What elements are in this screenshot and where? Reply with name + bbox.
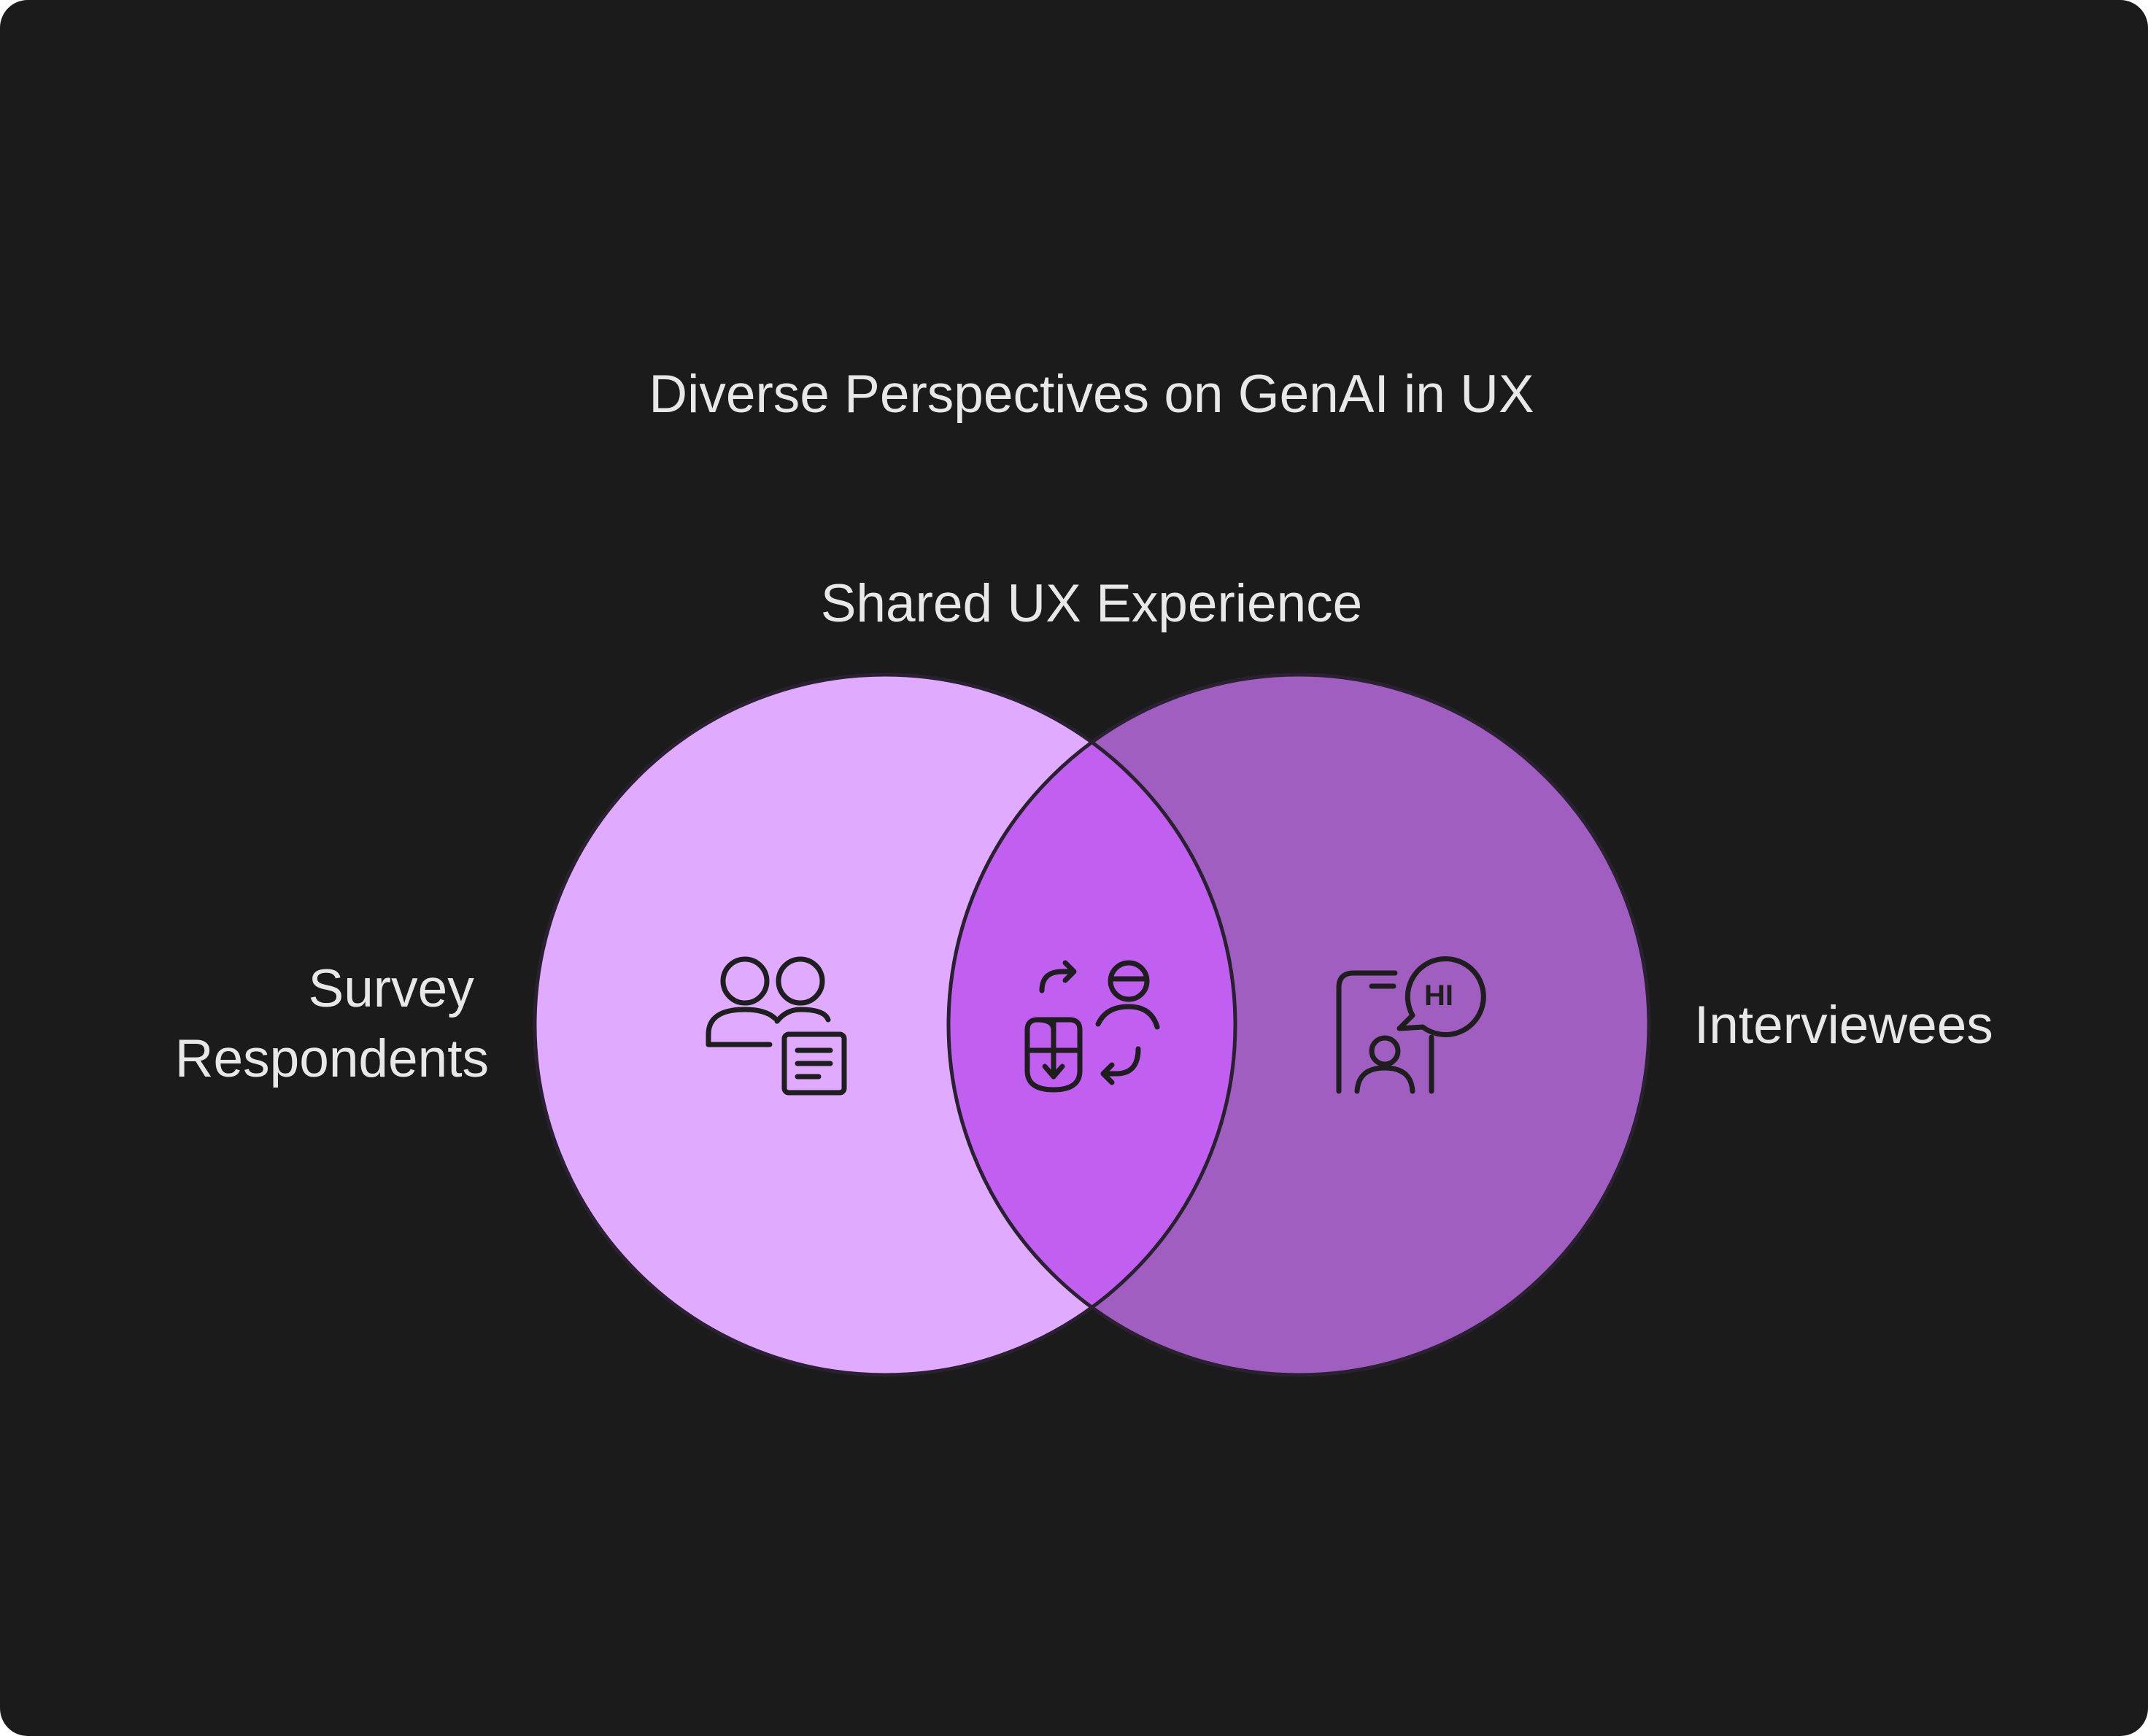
intersection-label: Shared UX Experience xyxy=(821,574,1363,633)
set-label-interviewees: Interviewees xyxy=(1694,996,1993,1055)
set-label-line-survey: Survey xyxy=(309,959,475,1018)
speech-bubble-text: HI xyxy=(1424,980,1453,1012)
diagram-title: Diverse Perspectives on GenAI in UX xyxy=(649,365,1534,424)
survey-respondents-icon xyxy=(706,956,847,1096)
set-label-survey-respondents: Survey Respondents xyxy=(175,959,489,1088)
interview-phone-icon xyxy=(1336,956,1486,1094)
set-outline-interviewees xyxy=(946,673,1651,1377)
set-outline-survey-respondents xyxy=(533,673,1237,1377)
set-label-line-respondents: Respondents xyxy=(175,1029,489,1088)
exchange-people-icon xyxy=(1024,960,1160,1093)
set-overlap-region xyxy=(949,675,1235,1375)
